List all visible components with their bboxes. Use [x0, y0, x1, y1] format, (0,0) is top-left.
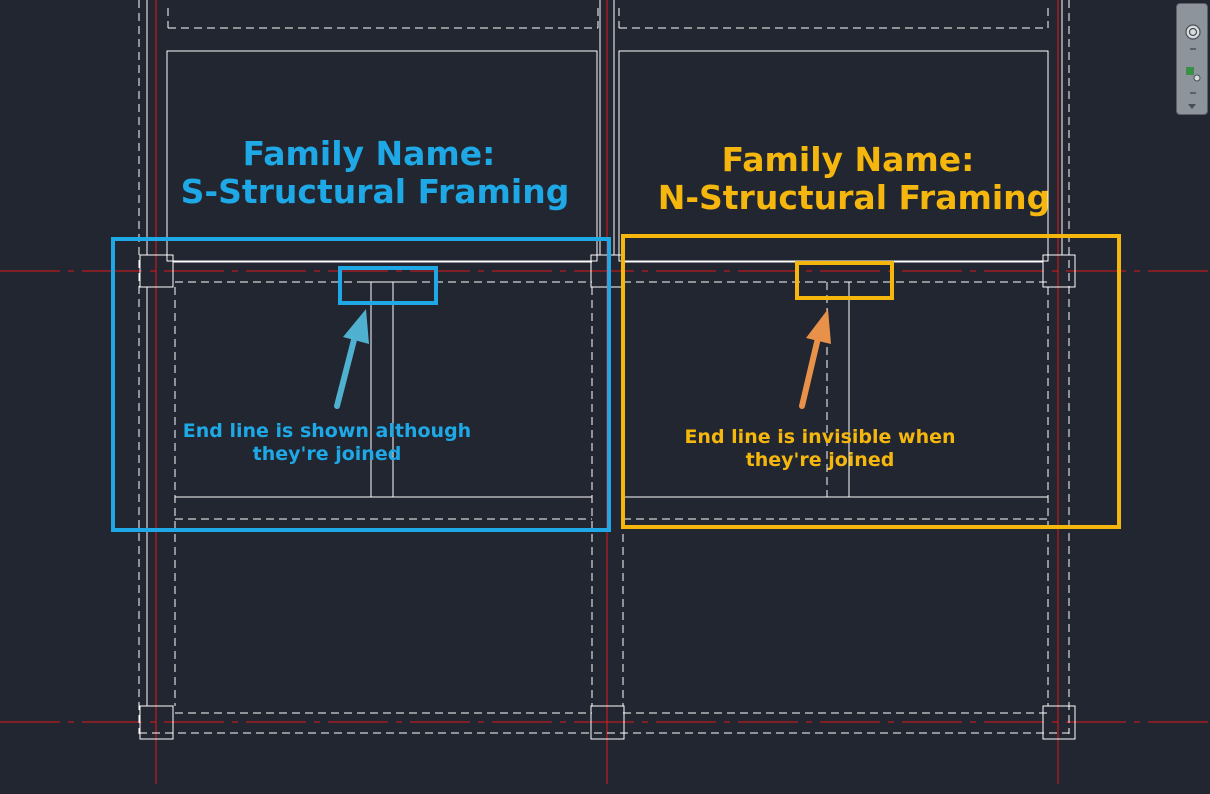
s-family-title-line2: S-Structural Framing	[181, 172, 570, 211]
s-end-line-highlight	[338, 266, 438, 305]
column	[1042, 254, 1076, 288]
n-family-note-line1: End line is invisible when	[684, 426, 955, 448]
column	[139, 705, 174, 740]
n-end-line-highlight	[795, 261, 894, 300]
n-family-annotation: Family Name: N-Structural Framing End li…	[621, 140, 1121, 529]
s-family-title-line1: Family Name:	[243, 134, 496, 173]
s-arrow-shaft	[334, 333, 358, 409]
column	[139, 254, 174, 288]
s-family-highlight-box	[111, 237, 611, 532]
chevron-down-icon[interactable]	[1188, 104, 1196, 109]
n-family-title-line2: N-Structural Framing	[658, 178, 1051, 217]
s-family-note-line2: they're joined	[253, 443, 402, 465]
divider	[1190, 92, 1196, 94]
column	[590, 705, 625, 740]
s-family-annotation: Family Name: S-Structural Framing End li…	[111, 134, 611, 532]
column	[1042, 705, 1076, 740]
pan-icon[interactable]	[1183, 64, 1203, 84]
divider	[1190, 48, 1196, 50]
framing-outline	[138, 0, 1070, 734]
n-arrow-shaft	[799, 335, 821, 409]
s-arrow-head	[343, 309, 369, 344]
n-arrow-head	[806, 309, 831, 344]
n-family-title-line1: Family Name:	[722, 140, 975, 179]
n-family-highlight-box	[621, 234, 1121, 529]
n-family-note-line2: they're joined	[746, 449, 895, 471]
navigation-bar[interactable]	[1176, 3, 1208, 115]
steering-wheel-icon[interactable]	[1183, 22, 1203, 42]
s-family-note-line1: End line is shown although	[183, 420, 471, 442]
